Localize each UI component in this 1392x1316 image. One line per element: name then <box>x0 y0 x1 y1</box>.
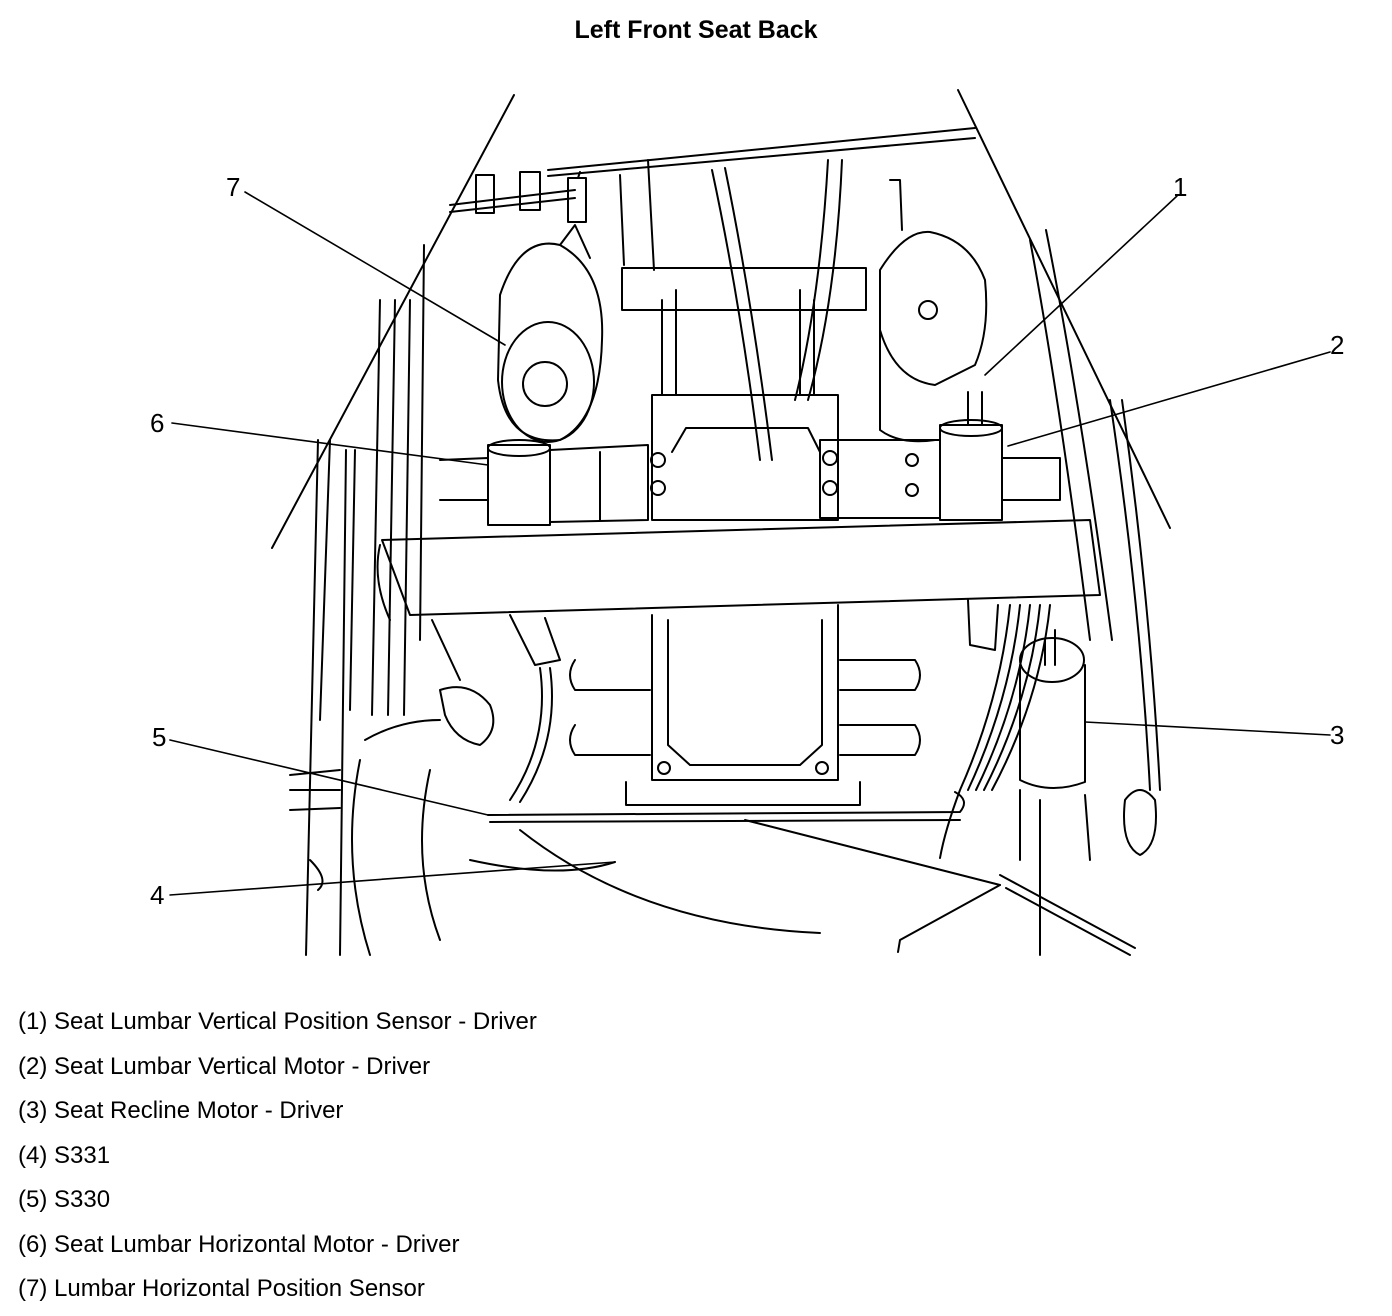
seat-recline-motor <box>1019 629 1157 956</box>
leader-lines <box>169 191 1331 896</box>
callout-4: 4 <box>150 880 164 910</box>
lumbar-vertical-assembly <box>879 179 1061 521</box>
legend-item: (1) Seat Lumbar Vertical Position Sensor… <box>18 1008 537 1035</box>
lumbar-horizontal-position-sensor <box>497 224 604 443</box>
callout-6: 6 <box>150 408 164 438</box>
legend-item: (6) Seat Lumbar Horizontal Motor - Drive… <box>18 1230 460 1258</box>
component-legend: (1) Seat Lumbar Vertical Position Sensor… <box>18 1004 537 1316</box>
legend-item: (3) Seat Recline Motor - Driver <box>18 1097 344 1124</box>
seat-frame <box>271 89 1171 956</box>
wire-harness-left <box>431 614 561 803</box>
legend-item: (2) Seat Lumbar Vertical Motor - Driver <box>18 1052 431 1080</box>
diagram-title: Left Front Seat Back <box>574 16 818 44</box>
legend-item: (5) S330 <box>18 1186 111 1213</box>
wire-harness-right <box>939 599 1051 859</box>
lower-frame <box>487 604 1136 956</box>
callout-2: 2 <box>1330 330 1344 360</box>
callout-1: 1 <box>1173 172 1187 202</box>
upper-bracket <box>621 267 867 521</box>
seat-back-illustration: 7 1 2 6 5 3 4 <box>150 89 1344 956</box>
legend-item: (4) S331 <box>18 1141 111 1169</box>
callout-5: 5 <box>152 722 166 752</box>
top-cables <box>449 159 843 461</box>
callout-7: 7 <box>226 172 240 202</box>
lumbar-horizontal-motor <box>439 439 666 526</box>
right-mount-bracket <box>819 439 941 519</box>
legend-item: (7) Lumbar Horizontal Position Sensor <box>18 1275 425 1302</box>
lower-crossbeam <box>376 519 1101 621</box>
callout-3: 3 <box>1330 720 1344 750</box>
lower-left-trim <box>289 719 821 956</box>
